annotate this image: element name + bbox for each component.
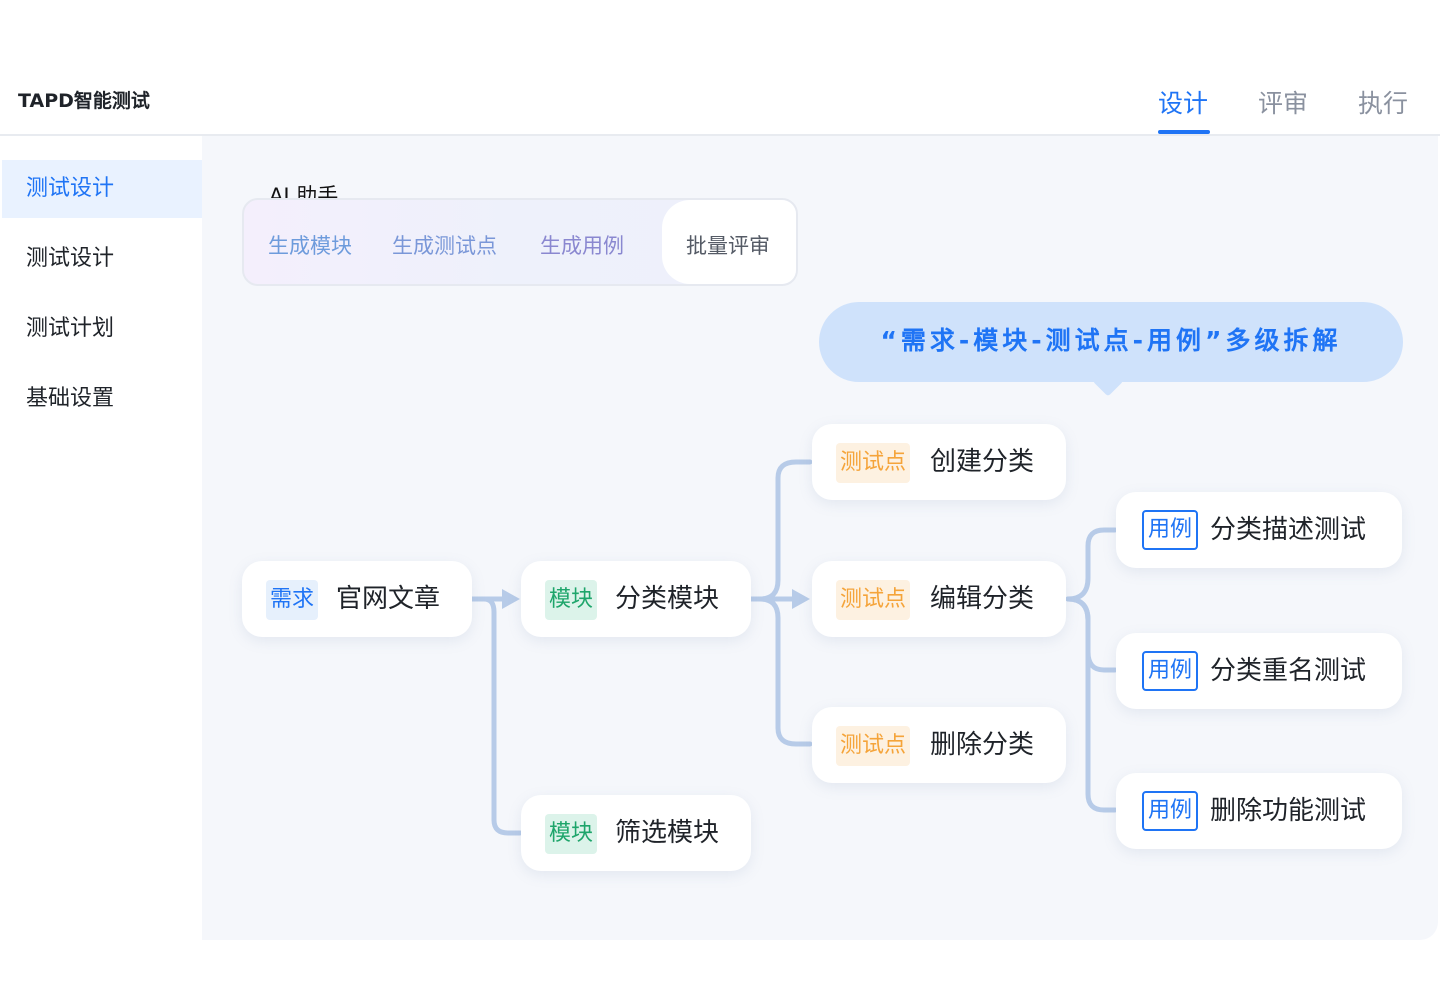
case-node[interactable]: 用例 分类重名测试: [1116, 633, 1402, 709]
requirement-tag: 需求: [266, 580, 319, 620]
generate-test-point-button[interactable]: 生成测试点: [392, 234, 497, 258]
generate-module-button[interactable]: 生成模块: [268, 234, 352, 258]
sidebar-item-test-plan[interactable]: 测试计划: [26, 316, 115, 341]
ai-assistant-panel: 生成模块 生成测试点 生成用例 批量评审: [242, 198, 798, 286]
module-node[interactable]: 模块 分类模块: [521, 561, 751, 637]
requirement-node[interactable]: 需求 官网文章: [242, 561, 472, 637]
sidebar-item-test-design-2[interactable]: 测试设计: [26, 246, 115, 271]
decomposition-callout: “需求-模块-测试点-用例”多级拆解: [819, 302, 1403, 382]
module-tag: 模块: [545, 814, 598, 854]
test-point-node[interactable]: 测试点 删除分类: [812, 707, 1066, 783]
callout-text: “需求-模块-测试点-用例”多级拆解: [880, 326, 1342, 355]
batch-review-button[interactable]: 批量评审: [662, 200, 796, 284]
arrow-to-test-point: [792, 589, 810, 609]
requirement-label: 官网文章: [336, 584, 441, 614]
top-header: TAPD智能测试 设计 评审 执行: [0, 0, 1440, 136]
test-point-label: 删除分类: [930, 730, 1035, 760]
test-point-tag: 测试点: [836, 443, 911, 483]
app-title: TAPD智能测试: [18, 90, 150, 112]
active-tab-indicator: [1158, 130, 1210, 134]
case-node[interactable]: 用例 删除功能测试: [1116, 773, 1402, 849]
test-point-tag: 测试点: [836, 580, 911, 620]
module-label: 筛选模块: [615, 818, 720, 848]
case-label: 删除功能测试: [1210, 796, 1367, 826]
tab-design[interactable]: 设计: [1158, 89, 1209, 118]
case-label: 分类重名测试: [1210, 656, 1367, 686]
case-tag: 用例: [1142, 510, 1199, 550]
test-point-node[interactable]: 测试点 编辑分类: [812, 561, 1066, 637]
sidebar-item-basic-settings[interactable]: 基础设置: [26, 386, 115, 411]
sidebar-item-test-design[interactable]: 测试设计: [2, 160, 202, 218]
tab-execute[interactable]: 执行: [1358, 89, 1409, 118]
test-point-node[interactable]: 测试点 创建分类: [812, 424, 1066, 500]
tab-review[interactable]: 评审: [1258, 89, 1309, 118]
sidebar: 测试设计 测试设计 测试计划 基础设置: [2, 136, 202, 940]
case-label: 分类描述测试: [1210, 515, 1367, 545]
case-tag: 用例: [1142, 651, 1199, 691]
generate-case-button[interactable]: 生成用例: [540, 234, 624, 258]
test-point-tag: 测试点: [836, 726, 911, 766]
module-node[interactable]: 模块 筛选模块: [521, 795, 751, 871]
module-tag: 模块: [545, 580, 598, 620]
test-point-label: 创建分类: [930, 447, 1035, 477]
case-node[interactable]: 用例 分类描述测试: [1116, 492, 1402, 568]
arrow-to-module: [502, 589, 520, 609]
test-point-label: 编辑分类: [930, 584, 1035, 614]
batch-review-label: 批量评审: [686, 234, 770, 258]
module-label: 分类模块: [615, 584, 720, 614]
case-tag: 用例: [1142, 791, 1199, 831]
